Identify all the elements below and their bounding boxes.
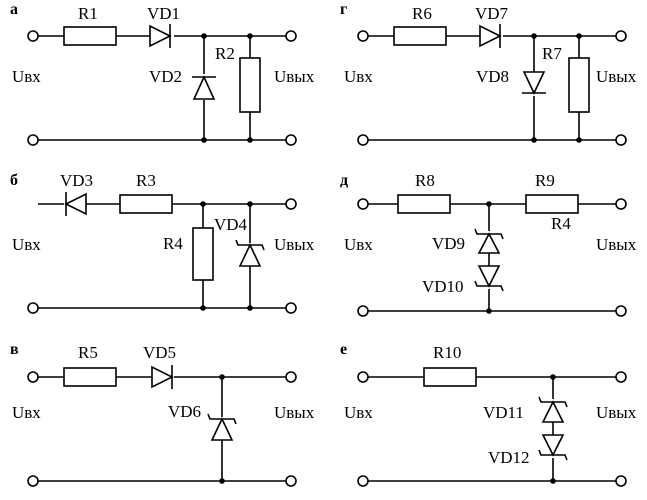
terminal-out-bottom: [285, 134, 297, 146]
circuit-g: г R6 VD7 R7 VD8 Uвх Uвых: [340, 1, 637, 146]
circuit-letter-a: а: [10, 1, 18, 18]
label-r9: R9: [535, 171, 555, 190]
diode-vd1: [149, 24, 172, 48]
label-vd1: VD1: [147, 4, 180, 23]
label-uin-v: Uвх: [12, 403, 41, 422]
label-r4: R4: [163, 234, 183, 253]
label-vd9: VD9: [432, 234, 465, 253]
label-uin-g: Uвх: [344, 67, 373, 86]
label-vd5: VD5: [143, 343, 176, 362]
terminal-in-bottom: [27, 475, 39, 487]
zener-vd4: [235, 239, 265, 267]
label-vd10: VD10: [422, 277, 464, 296]
label-r7: R7: [542, 44, 562, 63]
label-uout-b: Uвых: [274, 235, 315, 254]
circuit-v: в R5 VD5 VD6 Uвх Uвых: [10, 341, 315, 487]
resistor-r4: [192, 227, 214, 281]
diode-vd7: [479, 24, 502, 48]
label-vd7: VD7: [475, 4, 509, 23]
resistor-r7: [568, 57, 590, 113]
terminal-in-bottom: [357, 305, 369, 317]
resistor-r8: [397, 194, 451, 214]
label-r6: R6: [412, 4, 432, 23]
label-uin-a: Uвх: [12, 67, 41, 86]
zener-vd9: [474, 228, 504, 254]
terminal-out-top: [285, 198, 297, 210]
diode-vd5: [151, 365, 174, 389]
label-vd8: VD8: [476, 67, 509, 86]
label-uout-g: Uвых: [596, 67, 637, 86]
label-uin-b: Uвх: [12, 235, 41, 254]
diode-vd3: [64, 192, 87, 216]
label-vd4: VD4: [214, 215, 248, 234]
label-uin-d: Uвх: [344, 235, 373, 254]
terminal-out-bottom: [615, 134, 627, 146]
zener-vd10: [474, 265, 504, 292]
label-r8: R8: [415, 171, 435, 190]
terminal-out-bottom: [285, 302, 297, 314]
label-r10: R10: [433, 343, 461, 362]
diode-vd8: [522, 71, 546, 95]
resistor-r1: [63, 26, 117, 46]
circuit-d: д R8 R9 R4 VD9 VD10 Uвх Uвых: [340, 171, 637, 317]
zener-vd11: [538, 396, 568, 423]
label-r3: R3: [136, 171, 156, 190]
terminal-in-bottom: [27, 134, 39, 146]
terminal-in-top: [27, 371, 39, 383]
circuit-letter-g: г: [340, 1, 347, 18]
terminal-in-top: [357, 198, 369, 210]
terminal-out-bottom: [285, 475, 297, 487]
terminal-in-top: [27, 30, 39, 42]
resistor-r6: [393, 26, 447, 46]
terminal-out-bottom: [615, 305, 627, 317]
zener-vd12: [538, 434, 568, 461]
terminal-in-bottom: [27, 302, 39, 314]
label-r1: R1: [78, 4, 98, 23]
circuit-a: а R1 VD1: [10, 1, 315, 146]
terminal-out-top: [615, 30, 627, 42]
label-uout-a: Uвых: [274, 67, 315, 86]
label-vd3: VD3: [60, 171, 93, 190]
label-uin-e: Uвх: [344, 403, 373, 422]
diode-vd2: [192, 75, 216, 100]
terminal-out-top: [615, 371, 627, 383]
terminal-out-top: [285, 30, 297, 42]
label-vd6: VD6: [168, 402, 201, 421]
terminal-out-top: [615, 198, 627, 210]
terminal-in-top: [357, 371, 369, 383]
resistor-r3: [119, 194, 173, 214]
resistor-r2: [239, 57, 261, 113]
circuit-letter-v: в: [10, 341, 19, 358]
terminal-in-bottom: [357, 475, 369, 487]
circuit-e: е R10 VD11 VD12 Uвх Uвых: [340, 341, 637, 487]
label-r4-d: R4: [551, 214, 571, 233]
zener-vd6: [207, 413, 237, 441]
label-r2: R2: [215, 44, 235, 63]
terminal-in-bottom: [357, 134, 369, 146]
circuit-letter-e: е: [340, 341, 347, 358]
terminal-out-top: [285, 371, 297, 383]
circuit-letter-d: д: [340, 172, 348, 189]
label-vd11: VD11: [483, 403, 524, 422]
circuit-letter-b: б: [10, 172, 18, 189]
label-uout-d: Uвых: [596, 235, 637, 254]
resistor-r9: [525, 194, 579, 214]
label-r5: R5: [78, 343, 98, 362]
resistor-r10: [423, 367, 477, 387]
label-uout-v: Uвых: [274, 403, 315, 422]
circuit-b: б VD3 R3 V: [10, 171, 315, 314]
label-vd2: VD2: [149, 67, 182, 86]
label-uout-e: Uвых: [596, 403, 637, 422]
resistor-r5: [63, 367, 117, 387]
terminal-out-bottom: [615, 475, 627, 487]
terminal-in-top: [357, 30, 369, 42]
label-vd12: VD12: [488, 448, 530, 467]
